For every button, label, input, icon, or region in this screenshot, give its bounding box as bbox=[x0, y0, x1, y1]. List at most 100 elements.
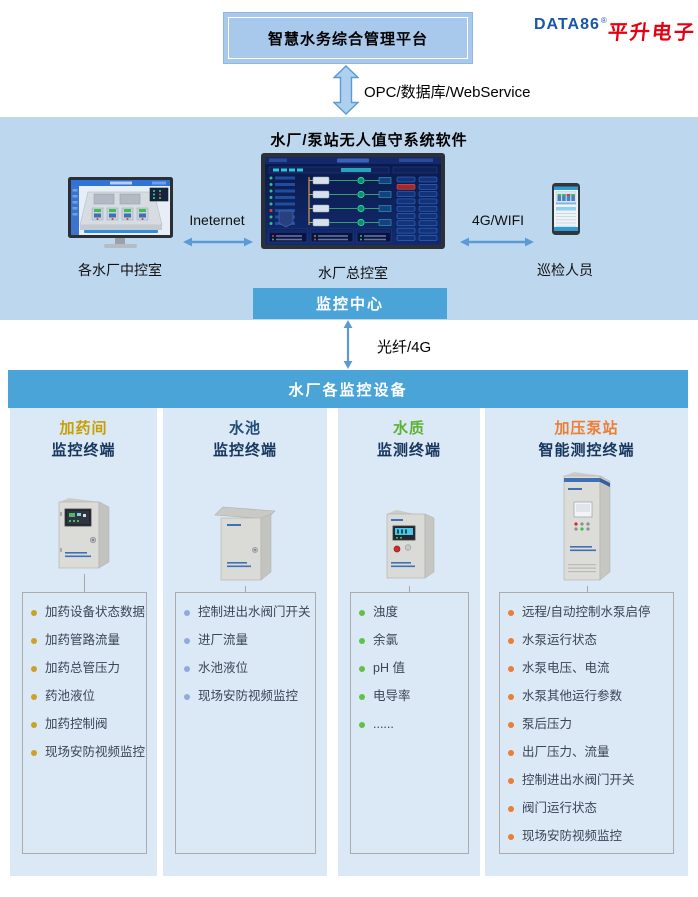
list-item-label: 水池液位 bbox=[198, 661, 249, 675]
left-device-label: 各水厂中控室 bbox=[78, 262, 162, 278]
device-column-pool: 水池 监控终端 控制进出水阀门开关进厂流量水池液位现场安防视频监控 bbox=[163, 408, 327, 876]
platform-title-box: 智慧水务综合管理平台 bbox=[223, 12, 473, 64]
list-item: 现场安防视频监控 bbox=[31, 745, 146, 759]
bullet-icon bbox=[508, 609, 514, 616]
bullet-icon bbox=[31, 721, 37, 728]
list-item-label: 浊度 bbox=[373, 605, 399, 619]
list-item-label: 现场安防视频监控 bbox=[45, 745, 146, 759]
inspector-phone-image bbox=[552, 183, 580, 240]
bullet-icon bbox=[184, 637, 190, 644]
pool-terminal-cabinet-image bbox=[163, 502, 327, 586]
list-item-label: 控制进出水阀门开关 bbox=[198, 605, 311, 619]
company-logo: DATA86 ® 平升电子 bbox=[534, 16, 697, 45]
panel-title: 水厂/泵站无人值守系统软件 bbox=[270, 132, 468, 149]
list-item: 出厂压力、流量 bbox=[508, 746, 671, 759]
list-item-label: 现场安防视频监控 bbox=[522, 829, 623, 843]
bullet-icon bbox=[359, 637, 365, 644]
list-item: pH 值 bbox=[359, 662, 466, 675]
column-title: 加药间 bbox=[59, 420, 108, 437]
list-item-label: 进厂流量 bbox=[198, 633, 249, 647]
list-item: 浊度 bbox=[359, 606, 466, 619]
scada-main-monitor-image bbox=[261, 153, 445, 261]
bullet-icon bbox=[359, 665, 365, 672]
fiber-link-label: 光纤/4G bbox=[377, 339, 432, 356]
connector-line bbox=[409, 586, 410, 592]
column-subtitle: 监控终端 bbox=[51, 442, 116, 459]
list-item-label: 远程/自动控制水泵启停 bbox=[522, 605, 651, 619]
bullet-icon bbox=[184, 609, 190, 616]
bullet-icon bbox=[508, 693, 514, 700]
list-item: 加药控制阀 bbox=[31, 718, 144, 731]
bullet-icon bbox=[359, 609, 365, 616]
monitoring-center-panel: 水厂/泵站无人值守系统软件 bbox=[0, 117, 698, 320]
column-subtitle: 智能测控终端 bbox=[538, 442, 635, 459]
column-subtitle: 监控终端 bbox=[212, 442, 277, 459]
list-item: 泵后压力 bbox=[508, 718, 671, 731]
connector-line bbox=[83, 574, 85, 592]
right-double-arrow-icon bbox=[460, 235, 534, 253]
opc-link-label: OPC/数据库/WebService bbox=[364, 84, 531, 101]
device-column-dosing-room: 加药间 监控终端 加药设备状态数据加药管路流量加药总管压力药 bbox=[10, 408, 157, 876]
dosing-terminal-cabinet-image bbox=[10, 496, 157, 574]
list-item-label: 阀门运行状态 bbox=[522, 801, 598, 815]
devices-section-header: 水厂各监控设备 bbox=[8, 370, 688, 408]
list-item-label: 水泵电压、电流 bbox=[522, 661, 610, 675]
device-column-pump-station: 加压泵站 智能测控终端 远程/自动控制水泵 bbox=[485, 408, 688, 876]
list-item: 控制进出水阀门开关 bbox=[184, 606, 313, 619]
double-arrow-icon bbox=[332, 65, 360, 120]
list-item: 加药管路流量 bbox=[31, 634, 144, 647]
list-item: 加药设备状态数据 bbox=[31, 605, 146, 619]
feature-list: 远程/自动控制水泵启停水泵运行状态水泵电压、电流水泵其他运行参数泵后压力出厂压力… bbox=[500, 593, 673, 843]
feature-list-box: 远程/自动控制水泵启停水泵运行状态水泵电压、电流水泵其他运行参数泵后压力出厂压力… bbox=[499, 592, 674, 854]
list-item-label: pH 值 bbox=[373, 661, 405, 675]
registered-trademark-icon: ® bbox=[600, 16, 607, 25]
column-title: 水质 bbox=[392, 420, 425, 437]
bullet-icon bbox=[508, 749, 514, 756]
list-item: 水泵其他运行参数 bbox=[508, 690, 671, 703]
list-item-label: 现场安防视频监控 bbox=[198, 689, 299, 703]
bullet-icon bbox=[359, 693, 365, 700]
monitoring-center-box: 监控中心 bbox=[253, 288, 447, 319]
quality-terminal-cabinet-image bbox=[338, 502, 480, 586]
left-double-arrow-icon bbox=[183, 235, 253, 253]
list-item-label: 加药总管压力 bbox=[45, 661, 121, 675]
feature-list: 加药设备状态数据加药管路流量加药总管压力药池液位加药控制阀现场安防视频监控 bbox=[23, 593, 146, 759]
bullet-icon bbox=[508, 665, 514, 672]
list-item: 加药总管压力 bbox=[31, 662, 144, 675]
list-item-label: 余氯 bbox=[373, 633, 399, 647]
bullet-icon bbox=[184, 693, 190, 700]
control-room-monitor-image bbox=[68, 177, 173, 258]
bullet-icon bbox=[31, 609, 37, 616]
connector-line bbox=[586, 586, 588, 592]
bullet-icon bbox=[508, 833, 514, 840]
platform-title: 智慧水务综合管理平台 bbox=[228, 17, 468, 59]
right-device-label: 巡检人员 bbox=[537, 262, 593, 278]
bullet-icon bbox=[508, 805, 514, 812]
bullet-icon bbox=[31, 665, 37, 672]
bullet-icon bbox=[359, 721, 365, 728]
list-item: 药池液位 bbox=[31, 690, 144, 703]
bullet-icon bbox=[508, 777, 514, 784]
list-item: 阀门运行状态 bbox=[508, 802, 671, 815]
bullet-icon bbox=[508, 721, 514, 728]
list-item-label: 水泵其他运行参数 bbox=[522, 689, 623, 703]
fiber-double-arrow-icon bbox=[342, 320, 354, 374]
column-subtitle: 监测终端 bbox=[376, 442, 441, 459]
bullet-icon bbox=[184, 665, 190, 672]
list-item: 余氯 bbox=[359, 634, 466, 647]
list-item: 进厂流量 bbox=[184, 634, 313, 647]
list-item: 水泵运行状态 bbox=[508, 634, 671, 647]
logo-brand-text: DATA86 bbox=[534, 16, 600, 33]
list-item: ...... bbox=[359, 718, 466, 731]
list-item-label: 水泵运行状态 bbox=[522, 633, 598, 647]
list-item-label: 加药设备状态数据 bbox=[45, 605, 146, 619]
feature-list-box: 控制进出水阀门开关进厂流量水池液位现场安防视频监控 bbox=[175, 592, 316, 854]
list-item: 水池液位 bbox=[184, 662, 313, 675]
list-item: 水泵电压、电流 bbox=[508, 662, 671, 675]
bullet-icon bbox=[31, 749, 37, 756]
list-item: 远程/自动控制水泵启停 bbox=[508, 606, 671, 619]
